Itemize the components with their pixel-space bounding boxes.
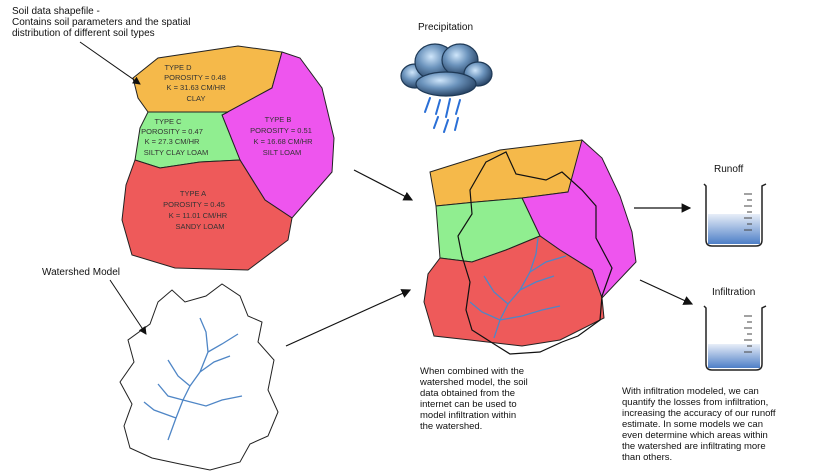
soil-a-texture: SANDY LOAM <box>175 222 224 231</box>
infiltration-caption-line2: quantify the losses from infiltration, <box>622 397 769 408</box>
soil-title-pointer-arrow <box>79 41 141 85</box>
combined-caption: When combined with the watershed model, … <box>420 366 528 432</box>
combined-to-infiltration-arrow <box>639 279 694 305</box>
soil-a-name: TYPE A <box>180 189 206 198</box>
soil-to-combined-arrow <box>353 169 414 201</box>
soil-d-texture: CLAY <box>186 94 205 103</box>
soil-b-k: K = 16.68 CM/HR <box>254 137 314 146</box>
soil-type-d-label: TYPE D POROSITY = 0.48 K = 31.63 CM/HR C… <box>164 63 226 103</box>
combined-streams <box>469 237 567 339</box>
combined-caption-line5: model infiltration within <box>420 410 517 421</box>
infiltration-caption-line3: increasing the accuracy of our runoff <box>622 408 776 419</box>
watershed-streams <box>143 317 243 441</box>
soil-title-line1: Soil data shapefile - <box>12 6 100 17</box>
soil-c-k: K = 27.3 CM/HR <box>145 137 200 146</box>
combined-caption-line1: When combined with the <box>420 366 525 377</box>
watershed-model <box>119 283 279 471</box>
infiltration-label: Infiltration <box>712 287 756 298</box>
infiltration-caption-line4: estimate. In some models we can <box>622 419 763 430</box>
watershed-to-combined-arrow <box>285 289 412 347</box>
soil-b-porosity: POROSITY = 0.51 <box>250 126 312 135</box>
soil-d-porosity: POROSITY = 0.48 <box>164 73 226 82</box>
watershed-model-label: Watershed Model <box>42 267 120 278</box>
soil-a-porosity: POROSITY = 0.45 <box>163 200 225 209</box>
combined-map <box>423 139 637 355</box>
soil-b-name: TYPE B <box>265 115 292 124</box>
soil-a-k: K = 11.01 CM/HR <box>169 211 228 220</box>
precipitation-label: Precipitation <box>418 22 474 33</box>
soil-shapefile-title: Soil data shapefile - Contains soil para… <box>12 6 190 39</box>
soil-title-line2: Contains soil parameters and the spatial <box>12 17 191 28</box>
soil-c-texture: SILTY CLAY LOAM <box>144 148 208 157</box>
infiltration-caption-line1: With infiltration modeled, we can <box>622 386 759 397</box>
soil-d-name: TYPE D <box>164 63 192 72</box>
soil-type-a-label: TYPE A POROSITY = 0.45 K = 11.01 CM/HR S… <box>163 189 228 231</box>
rain-cloud-icon <box>400 43 493 133</box>
runoff-beaker-icon <box>703 183 767 247</box>
soil-c-name: TYPE C <box>154 117 182 126</box>
watershed-boundary <box>119 283 279 471</box>
infiltration-caption-line6: the watershed are infiltrating more <box>622 441 766 452</box>
soil-c-porosity: POROSITY = 0.47 <box>141 127 203 136</box>
infiltration-beaker-icon <box>703 305 767 371</box>
combined-watershed-boundary <box>457 151 613 355</box>
infiltration-caption: With infiltration modeled, we can quanti… <box>622 386 776 463</box>
runoff-label: Runoff <box>714 164 744 175</box>
infiltration-caption-line5: even determine which areas within <box>622 430 768 441</box>
combined-caption-line2: watershed model, the soil <box>420 377 528 388</box>
combined-caption-line4: internet can be used to <box>420 399 517 410</box>
soil-type-b-label: TYPE B POROSITY = 0.51 K = 16.68 CM/HR S… <box>250 115 313 157</box>
soil-d-k: K = 31.63 CM/HR <box>167 83 227 92</box>
combined-caption-line6: the watershed. <box>420 421 483 432</box>
infiltration-caption-line7: than others. <box>622 452 673 463</box>
soil-map: TYPE D POROSITY = 0.48 K = 31.63 CM/HR C… <box>121 45 335 271</box>
soil-type-a-region <box>121 159 293 271</box>
soil-title-line3: distribution of different soil types <box>12 28 155 39</box>
soil-type-c-label: TYPE C POROSITY = 0.47 K = 27.3 CM/HR SI… <box>141 117 208 157</box>
watershed-title-pointer-arrow <box>109 279 147 335</box>
soil-b-texture: SILT LOAM <box>263 148 302 157</box>
combined-caption-line3: data obtained from the <box>420 388 516 399</box>
